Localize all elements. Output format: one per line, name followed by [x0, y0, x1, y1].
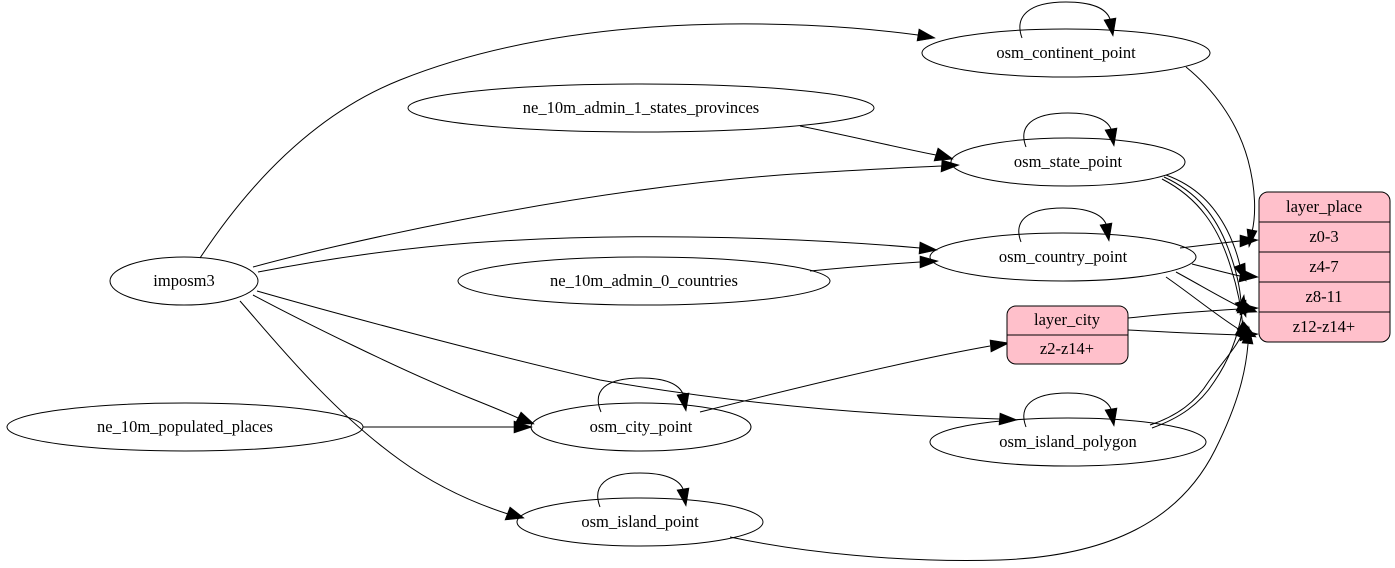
- record-header-layer_city: layer_city: [1034, 310, 1101, 329]
- node-ne_10m_populated_places[interactable]: ne_10m_populated_places: [6, 402, 364, 452]
- edge-self-osm_island_point: [597, 472, 690, 508]
- node-osm_state_point[interactable]: osm_state_point: [950, 137, 1186, 187]
- edge-layer: [199, 1, 1259, 561]
- record-node-layer_place[interactable]: layer_place z0-3 z4-7 z8-11 z12-z14+: [1258, 191, 1391, 343]
- edge-osm_state_point-to-layer_place-z8-11: [1163, 176, 1247, 318]
- node-imposm3[interactable]: imposm3: [109, 256, 259, 306]
- edge-imposm3-to-osm_country_point: [257, 236, 938, 273]
- node-label-osm_country_point: osm_country_point: [999, 247, 1128, 266]
- node-label-osm_continent_point: osm_continent_point: [996, 43, 1136, 62]
- edge-ne_10m_admin_0_countries-to-osm_country_point: [809, 255, 939, 272]
- record-row-layer_place-z0-3[interactable]: z0-3: [1309, 227, 1338, 246]
- node-label-osm_island_polygon: osm_island_polygon: [999, 432, 1137, 451]
- edge-ne_10m_admin_1_states_provinces-to-osm_state_point: [799, 125, 954, 162]
- node-ne_10m_admin_0_countries[interactable]: ne_10m_admin_0_countries: [457, 256, 831, 306]
- node-osm_country_point[interactable]: osm_country_point: [929, 232, 1197, 282]
- node-osm_city_point[interactable]: osm_city_point: [530, 402, 752, 452]
- record-row-layer_place-z4-7[interactable]: z4-7: [1309, 257, 1338, 276]
- edge-osm_state_point-to-layer_place-z12-z14: [1161, 178, 1249, 344]
- node-osm_island_point[interactable]: osm_island_point: [516, 497, 764, 547]
- edge-self-osm_island_polygon: [1023, 392, 1118, 428]
- edge-imposm3-to-osm_continent_point: [199, 23, 936, 259]
- node-label-ne_10m_admin_0_countries: ne_10m_admin_0_countries: [550, 271, 738, 290]
- edge-ne_10m_populated_places-to-osm_city_point: [363, 420, 533, 434]
- node-label-osm_state_point: osm_state_point: [1014, 152, 1123, 171]
- edge-osm_city_point-to-layer_city-z2-z14: [699, 339, 1010, 413]
- node-label-ne_10m_admin_1_states_provinces: ne_10m_admin_1_states_provinces: [523, 98, 759, 117]
- node-label-imposm3: imposm3: [153, 271, 214, 290]
- node-osm_continent_point[interactable]: osm_continent_point: [921, 28, 1211, 78]
- edge-imposm3-to-osm_island_polygon: [256, 290, 1018, 426]
- record-header-layer_place: layer_place: [1286, 197, 1362, 216]
- edge-osm_island_polygon-to-layer_place-z12-z14: [1149, 320, 1246, 426]
- node-osm_island_polygon[interactable]: osm_island_polygon: [929, 417, 1207, 467]
- record-node-layer_city[interactable]: layer_city z2-z14+: [1006, 305, 1129, 365]
- edge-imposm3-to-osm_state_point: [252, 159, 960, 268]
- record-row-layer_city-z2-z14[interactable]: z2-z14+: [1040, 339, 1094, 358]
- node-label-osm_island_point: osm_island_point: [581, 512, 699, 531]
- node-label-osm_city_point: osm_city_point: [590, 417, 693, 436]
- edge-self-osm_country_point: [1018, 207, 1113, 243]
- edge-imposm3-to-osm_city_point: [252, 294, 535, 425]
- edge-self-osm_state_point: [1023, 112, 1118, 148]
- node-label-ne_10m_populated_places: ne_10m_populated_places: [97, 417, 273, 436]
- edge-osm_island_point-to-layer_place-z12-z14: [729, 326, 1254, 561]
- edge-osm_country_point-to-layer_place-z4-7: [1191, 263, 1259, 283]
- node-layer: imposm3 ne_10m_admin_1_states_provinces …: [6, 28, 1211, 547]
- edge-imposm3-to-osm_island_point: [239, 300, 525, 521]
- record-row-layer_place-z8-11[interactable]: z8-11: [1306, 287, 1343, 306]
- edge-self-osm_city_point: [597, 377, 690, 413]
- record-row-layer_place-z12-z14[interactable]: z12-z14+: [1293, 317, 1355, 336]
- edge-self-osm_continent_point: [1019, 1, 1117, 39]
- node-ne_10m_admin_1_states_provinces[interactable]: ne_10m_admin_1_states_provinces: [407, 83, 875, 133]
